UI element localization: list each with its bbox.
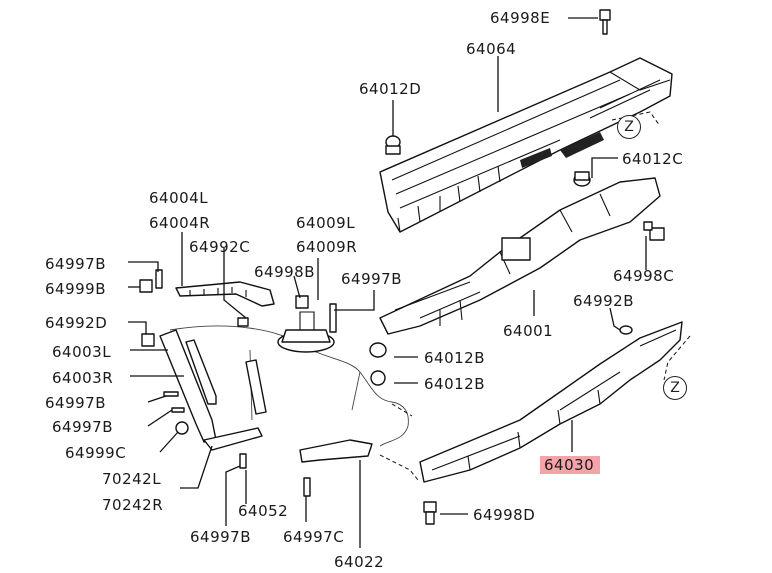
label-64997B-left2: 64997B bbox=[52, 418, 114, 436]
label-64004L: 64004L bbox=[149, 189, 209, 207]
label-64998B: 64998B bbox=[254, 263, 316, 281]
label-64992D: 64992D bbox=[45, 314, 108, 332]
lower-bracket-64030 bbox=[419, 321, 683, 483]
strip-64052 bbox=[245, 359, 267, 415]
lower-plate-70242 bbox=[203, 427, 263, 451]
callout-z-top: Z bbox=[617, 115, 641, 139]
label-64998C: 64998C bbox=[613, 267, 675, 285]
label-64012C: 64012C bbox=[622, 150, 684, 168]
label-64992B: 64992B bbox=[573, 292, 635, 310]
label-64012B-1: 64012B bbox=[424, 349, 486, 367]
label-70242L: 70242L bbox=[102, 470, 162, 488]
label-64064: 64064 bbox=[466, 40, 517, 58]
label-64998D: 64998D bbox=[473, 506, 536, 524]
label-64012D: 64012D bbox=[359, 80, 422, 98]
reference-lines bbox=[379, 111, 691, 481]
bolt-64998C bbox=[643, 221, 665, 241]
clip-64992B bbox=[619, 325, 633, 335]
label-64004R: 64004R bbox=[149, 214, 211, 232]
label-64997B-bottom: 64997B bbox=[190, 528, 252, 546]
label-64003R: 64003R bbox=[52, 369, 114, 387]
clip-64012C bbox=[573, 171, 591, 187]
upper-rail-64064 bbox=[379, 57, 673, 233]
clip-64012D bbox=[385, 135, 401, 155]
bolt-64998E bbox=[599, 9, 611, 35]
label-64022: 64022 bbox=[334, 553, 385, 571]
label-64009L: 64009L bbox=[296, 214, 356, 232]
center-bracket-64001 bbox=[379, 177, 661, 335]
label-64992C: 64992C bbox=[189, 238, 251, 256]
label-64997C: 64997C bbox=[283, 528, 345, 546]
label-64998E: 64998E bbox=[490, 9, 551, 27]
label-64997B-left1: 64997B bbox=[45, 394, 107, 412]
bracket-64009 bbox=[277, 311, 335, 353]
bolt-64998D bbox=[423, 501, 437, 525]
label-64052: 64052 bbox=[238, 502, 289, 520]
label-64999C: 64999C bbox=[65, 444, 127, 462]
label-64999B: 64999B bbox=[45, 280, 107, 298]
left-fasteners bbox=[139, 269, 387, 497]
side-bracket-64003 bbox=[159, 329, 217, 443]
side-strip-64004 bbox=[175, 281, 275, 307]
label-64003L: 64003L bbox=[52, 343, 112, 361]
label-64030-highlighted: 64030 bbox=[540, 456, 601, 474]
label-64009R: 64009R bbox=[296, 238, 358, 256]
label-64012B-2: 64012B bbox=[424, 375, 486, 393]
label-64997B-mid: 64997B bbox=[341, 270, 403, 288]
label-70242R: 70242R bbox=[102, 496, 164, 514]
callout-z-bottom: Z bbox=[663, 376, 687, 400]
bracket-64022 bbox=[299, 439, 373, 463]
label-64997B-top: 64997B bbox=[45, 255, 107, 273]
label-64001: 64001 bbox=[503, 322, 554, 340]
leader-lines bbox=[128, 17, 647, 548]
